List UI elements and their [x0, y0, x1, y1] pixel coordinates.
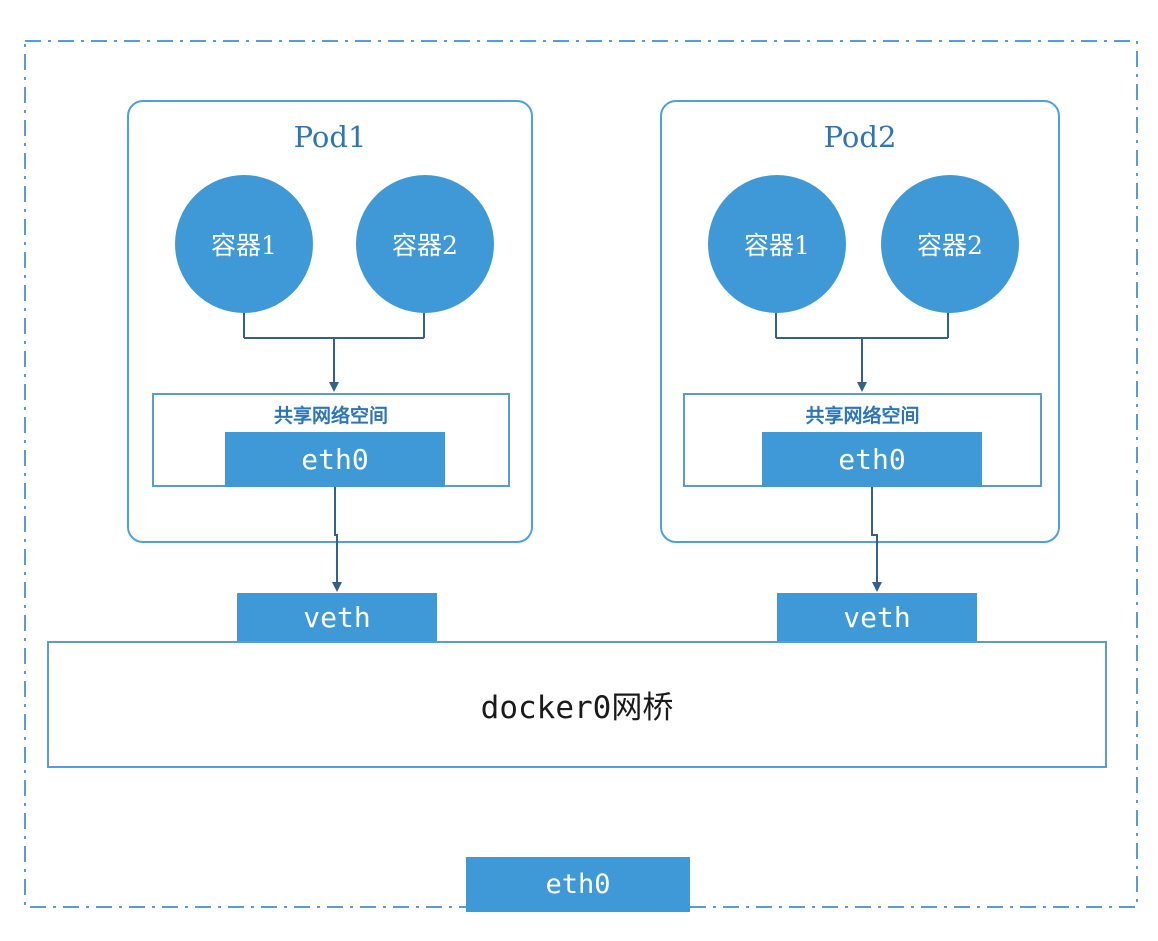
pod2-container1-circle: 容器1: [708, 175, 846, 313]
pod1-container1-circle: 容器1: [175, 175, 313, 313]
pod2-container2-circle: 容器2: [881, 175, 1019, 313]
pod1-eth0-box: eth0: [225, 432, 445, 487]
host-eth0-box: eth0: [466, 857, 690, 912]
pod2-title: Pod2: [823, 120, 897, 154]
pod2-eth0-box: eth0: [762, 432, 982, 487]
docker0-bridge-box: docker0网桥: [47, 641, 1107, 768]
pod2-veth-box: veth: [777, 593, 977, 641]
pod1-container2-circle: 容器2: [356, 175, 494, 313]
pod2-shared-network-label: 共享网络空间: [805, 406, 920, 427]
pod1-shared-network-label: 共享网络空间: [273, 406, 388, 427]
pod1-title: Pod1: [293, 120, 367, 154]
pod1-veth-box: veth: [237, 593, 437, 641]
